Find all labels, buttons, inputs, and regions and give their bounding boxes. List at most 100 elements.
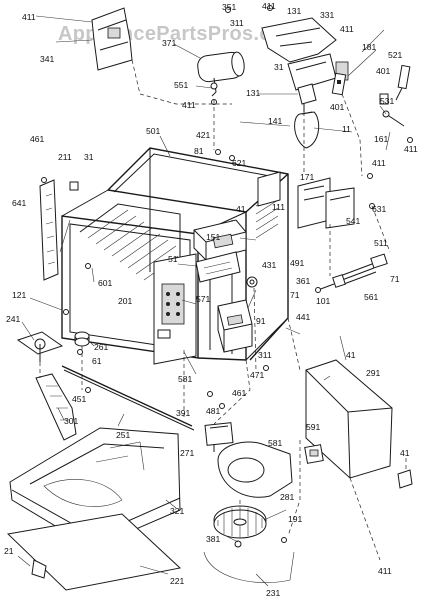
callout-601: 601	[98, 278, 113, 288]
callout-471: 471	[250, 370, 265, 380]
callout-401: 401	[330, 102, 345, 112]
screws	[41, 5, 413, 543]
callout-141: 141	[268, 116, 283, 126]
callout-291: 291	[366, 368, 381, 378]
callout-421: 421	[196, 130, 211, 140]
callout-461: 461	[30, 134, 45, 144]
part-thermal-fuse-521	[395, 64, 411, 101]
callout-281: 281	[280, 492, 295, 502]
callout-571: 571	[196, 294, 211, 304]
part-transformer-block-151	[193, 219, 247, 261]
callout-431: 431	[262, 260, 277, 270]
part-base-plate-321	[9, 427, 181, 549]
part-switch-401	[331, 72, 347, 96]
callout-591: 591	[306, 422, 321, 432]
callout-271: 271	[180, 448, 195, 458]
part-motor-bracket-301	[35, 373, 77, 441]
callout-341: 341	[40, 54, 55, 64]
callout-361: 361	[296, 276, 311, 286]
part-board-51	[195, 251, 241, 283]
part-bracket-41c	[397, 469, 413, 489]
callout-441: 441	[296, 312, 311, 322]
part-fan-blade-191	[213, 505, 267, 539]
callout-531: 531	[380, 96, 395, 106]
callout-11: 11	[342, 124, 351, 134]
callout-81: 81	[194, 146, 204, 156]
callout-321: 321	[170, 506, 185, 516]
callout-31: 31	[84, 152, 94, 162]
callout-311: 311	[230, 18, 244, 28]
part-air-duct-291	[305, 359, 393, 479]
part-socket-131	[297, 83, 317, 112]
part-stirrer-fan-241	[16, 331, 64, 362]
part-diode-431	[246, 276, 258, 288]
callout-131: 131	[246, 88, 261, 98]
callout-241: 241	[6, 314, 21, 324]
callout-201: 201	[118, 296, 133, 306]
part-panel-111	[257, 171, 281, 207]
callout-451: 451	[72, 394, 87, 404]
part-relay-591	[304, 444, 324, 464]
callout-411: 411	[22, 12, 36, 22]
part-stud-31	[69, 181, 79, 191]
callout-561: 561	[364, 292, 379, 302]
callout-351: 351	[222, 2, 237, 12]
part-bushing-261	[74, 331, 90, 347]
callout-541: 541	[346, 216, 361, 226]
part-connector-101	[315, 283, 335, 293]
callout-411: 411	[404, 144, 418, 154]
callout-501: 501	[146, 126, 161, 136]
callout-151: 151	[206, 232, 221, 242]
part-plate-231	[203, 551, 295, 583]
part-bracket-341	[91, 7, 133, 71]
callout-331: 331	[320, 10, 335, 20]
part-clip-531	[379, 93, 389, 105]
callout-491: 491	[290, 258, 305, 268]
callout-581: 581	[178, 374, 193, 384]
callout-411: 411	[262, 1, 276, 11]
callout-581: 581	[268, 438, 283, 448]
callout-41: 41	[346, 350, 356, 360]
callout-391: 391	[176, 408, 191, 418]
callout-371: 371	[162, 38, 177, 48]
callout-211: 211	[58, 152, 72, 162]
part-high-voltage-transformer-91	[217, 299, 253, 353]
callout-51: 51	[168, 254, 178, 264]
part-capacitor-371	[197, 51, 245, 97]
callout-631: 631	[372, 204, 387, 214]
callout-401: 401	[376, 66, 391, 76]
callout-121: 121	[12, 290, 27, 300]
part-lamp-cover-21	[31, 559, 47, 579]
part-lamp-11	[294, 111, 320, 149]
callout-labels: 411 351 411 131 331 311 341 411 371 181 …	[4, 1, 418, 598]
callout-411: 411	[182, 100, 196, 110]
part-rod-251	[61, 365, 195, 431]
callout-301: 301	[64, 416, 79, 426]
callout-131: 131	[287, 6, 302, 16]
callout-511: 511	[374, 238, 388, 248]
part-fan-motor-271	[204, 422, 234, 452]
callout-411: 411	[340, 24, 354, 34]
callout-231: 231	[266, 588, 281, 598]
part-side-frame-211	[39, 179, 59, 281]
callout-411: 411	[372, 158, 386, 168]
callout-71: 71	[290, 290, 300, 300]
callout-161: 161	[374, 134, 389, 144]
callout-61: 61	[92, 356, 102, 366]
part-washer-381	[234, 540, 242, 548]
callout-411: 411	[378, 566, 392, 576]
callout-171: 171	[300, 172, 315, 182]
callout-101: 101	[316, 296, 331, 306]
callout-621: 621	[232, 158, 247, 168]
callout-381: 381	[206, 534, 221, 544]
part-wire-harness-561	[332, 253, 388, 288]
callout-481: 481	[206, 406, 221, 416]
callout-251: 251	[116, 430, 131, 440]
callout-191: 191	[288, 514, 303, 524]
callout-221: 221	[170, 576, 185, 586]
callout-31: 31	[274, 62, 284, 72]
part-sensor-161	[382, 110, 405, 127]
callout-71: 71	[390, 274, 400, 284]
callout-111: 111	[272, 202, 285, 212]
